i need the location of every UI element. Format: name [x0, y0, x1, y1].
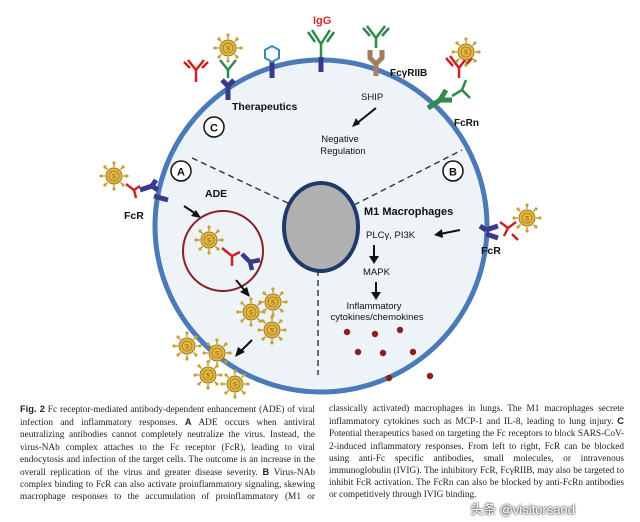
caption-a-label: A	[184, 417, 192, 428]
arrow-icon	[434, 229, 461, 238]
antibody-icon-red	[221, 247, 241, 266]
panel-a-circle	[170, 160, 192, 182]
caption-text-4: Potential therapeutics based on targetin…	[329, 429, 624, 501]
arrow-icon	[235, 279, 250, 297]
fcr-receptor-icon	[478, 223, 499, 241]
fcgriib-receptor-icon	[367, 50, 385, 76]
label-fcr-left: FcR	[124, 210, 144, 222]
label-panel-b: B	[449, 167, 457, 179]
label-fcrn: FcRn	[454, 118, 479, 129]
virus-icon	[212, 32, 244, 64]
antibody-icon-red	[125, 183, 141, 199]
divider-dashed	[353, 149, 463, 206]
label-panel-a: A	[177, 167, 185, 179]
virus-icon	[511, 202, 543, 234]
label-negative: Negative	[321, 134, 359, 145]
arrow-icon	[183, 205, 201, 218]
nucleus	[282, 181, 360, 273]
antibody-icon-red	[499, 221, 519, 241]
antibody-icon	[362, 25, 390, 48]
receptor-icon	[220, 78, 236, 100]
caption-text-2: ADE occurs when antiviral neutralizing a…	[20, 418, 315, 479]
label-ade: ADE	[205, 188, 227, 200]
label-fcr-right: FcR	[481, 245, 501, 257]
cytokine-dots	[343, 326, 434, 382]
label-therapeutics: Therapeutics	[232, 101, 298, 113]
antibody-icon	[451, 79, 471, 99]
caption-c-label: C	[617, 416, 624, 427]
arrow-icon	[235, 339, 253, 357]
caption-fig-label: Fig. 2	[20, 404, 45, 414]
fcr-receptor-icon	[139, 178, 169, 203]
label-m1: M1 Macrophages	[364, 206, 453, 218]
label-igg: IgG	[313, 15, 331, 27]
label-fcgriib: FcγRIIB	[390, 68, 427, 79]
figure-caption: Fig. 2 Fc receptor-mediated antibody-dep…	[20, 403, 624, 519]
label-regulation: Regulation	[320, 146, 365, 157]
antibody-icon-red	[183, 59, 209, 82]
panel-c-circle	[203, 116, 225, 138]
antibody-icon	[306, 29, 336, 57]
panel-b-circle	[442, 160, 464, 182]
label-ship: SHIP	[361, 92, 383, 103]
virus-icon	[192, 359, 224, 391]
label-plc: PLCγ, PI3K	[366, 230, 416, 241]
arrow-icon	[369, 245, 379, 264]
caption-text-3: Virus-NAb complex binding to FcR can als…	[20, 404, 624, 503]
virus-icon	[98, 160, 130, 192]
antibody-icon-red	[445, 55, 473, 78]
figure-illustration: S IgG FcγRIIB FcRn	[98, 15, 543, 400]
divider-dashed	[191, 157, 293, 206]
receptor-icon	[240, 252, 261, 271]
hexagon-small-molecule-icon	[264, 44, 280, 64]
caption-b-label: B	[262, 467, 270, 478]
caption-text-1: Fc receptor-mediated antibody-dependent …	[20, 405, 315, 429]
label-inflam2: cytokines/chemokines	[331, 312, 424, 323]
arrow-icon	[371, 282, 381, 300]
fcrn-receptor-icon	[426, 88, 452, 111]
arrow-icon	[352, 107, 377, 127]
label-inflam1: Inflammatory	[347, 301, 402, 312]
label-mapk: MAPK	[363, 267, 391, 278]
label-panel-c: C	[210, 123, 218, 135]
watermark: 头条 @visitorsand	[470, 502, 575, 517]
antibody-icon	[219, 59, 237, 78]
endosome	[182, 210, 264, 292]
